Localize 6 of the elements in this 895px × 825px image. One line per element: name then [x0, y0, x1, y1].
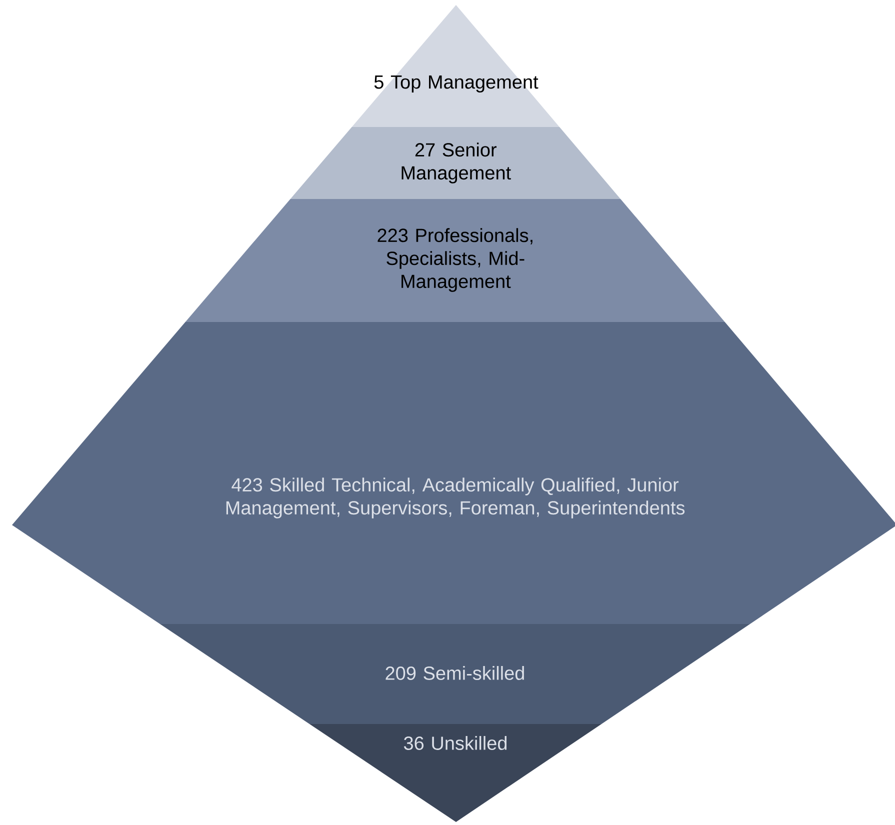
pyramid-band: 5 Top Management [352, 5, 560, 127]
pyramid-band: 209 Semi-skilled [160, 624, 750, 724]
pyramid-band: 36 Unskilled [310, 724, 602, 822]
pyramid-band: 223 Professionals, Specialists, Mid-Management [185, 199, 725, 322]
pyramid-band: 27 Senior Management [290, 127, 621, 199]
pyramid-band: 423 Skilled Technical, Academically Qualified, Junior Management, Supervisors, Foreman, Superintendents [12, 322, 895, 624]
